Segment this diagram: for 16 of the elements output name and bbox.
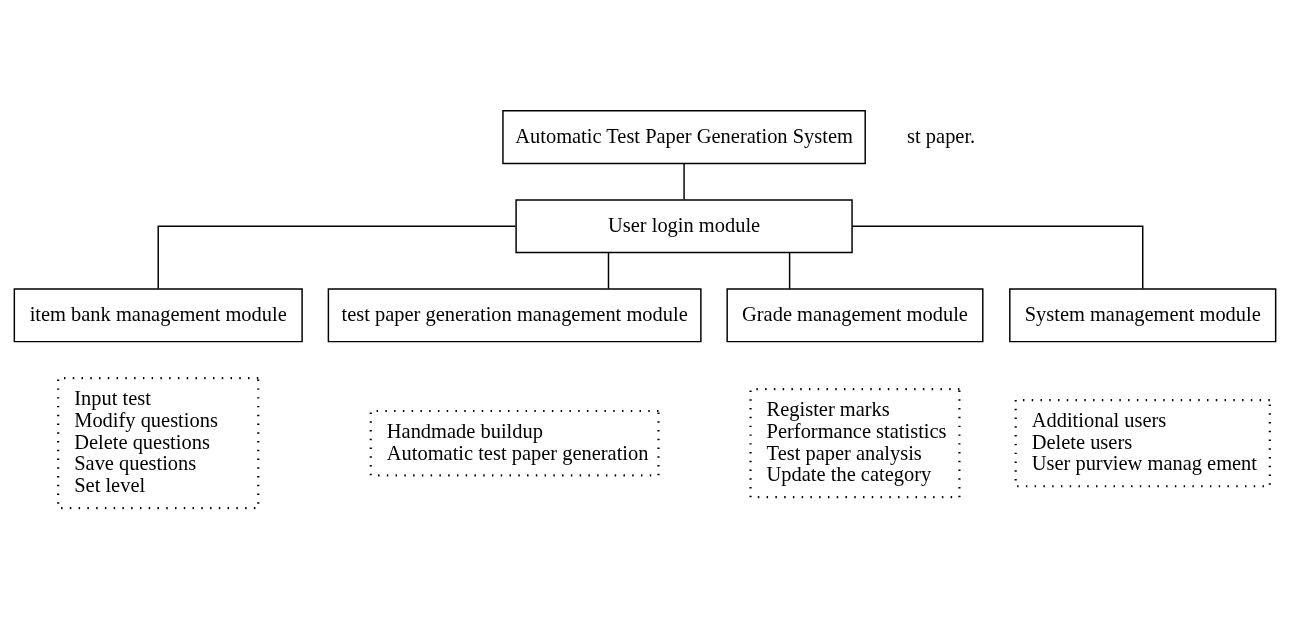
connector bbox=[157, 225, 517, 290]
node-box: Input test Modify questions Delete questions Save questions Set level bbox=[57, 377, 260, 510]
node-box: Grade management module bbox=[726, 288, 984, 343]
connector bbox=[851, 225, 1144, 290]
connector bbox=[607, 252, 610, 290]
node-box: Register marks Performance statistics Test paper analysis Update the category bbox=[749, 388, 961, 499]
label: st paper. bbox=[907, 124, 976, 147]
node-box: User login module bbox=[515, 199, 853, 254]
node-box: System management module bbox=[1009, 288, 1277, 343]
node-box: Additional users Delete users User purview manag ement bbox=[1014, 398, 1271, 488]
node-box: test paper generation management module bbox=[327, 288, 702, 343]
connector bbox=[683, 163, 685, 201]
node-box: Handmade buildup Automatic test paper generation bbox=[369, 409, 660, 477]
connector bbox=[788, 252, 791, 290]
node-box: Automatic Test Paper Generation System bbox=[502, 110, 866, 165]
node-box: item bank management module bbox=[13, 288, 303, 343]
